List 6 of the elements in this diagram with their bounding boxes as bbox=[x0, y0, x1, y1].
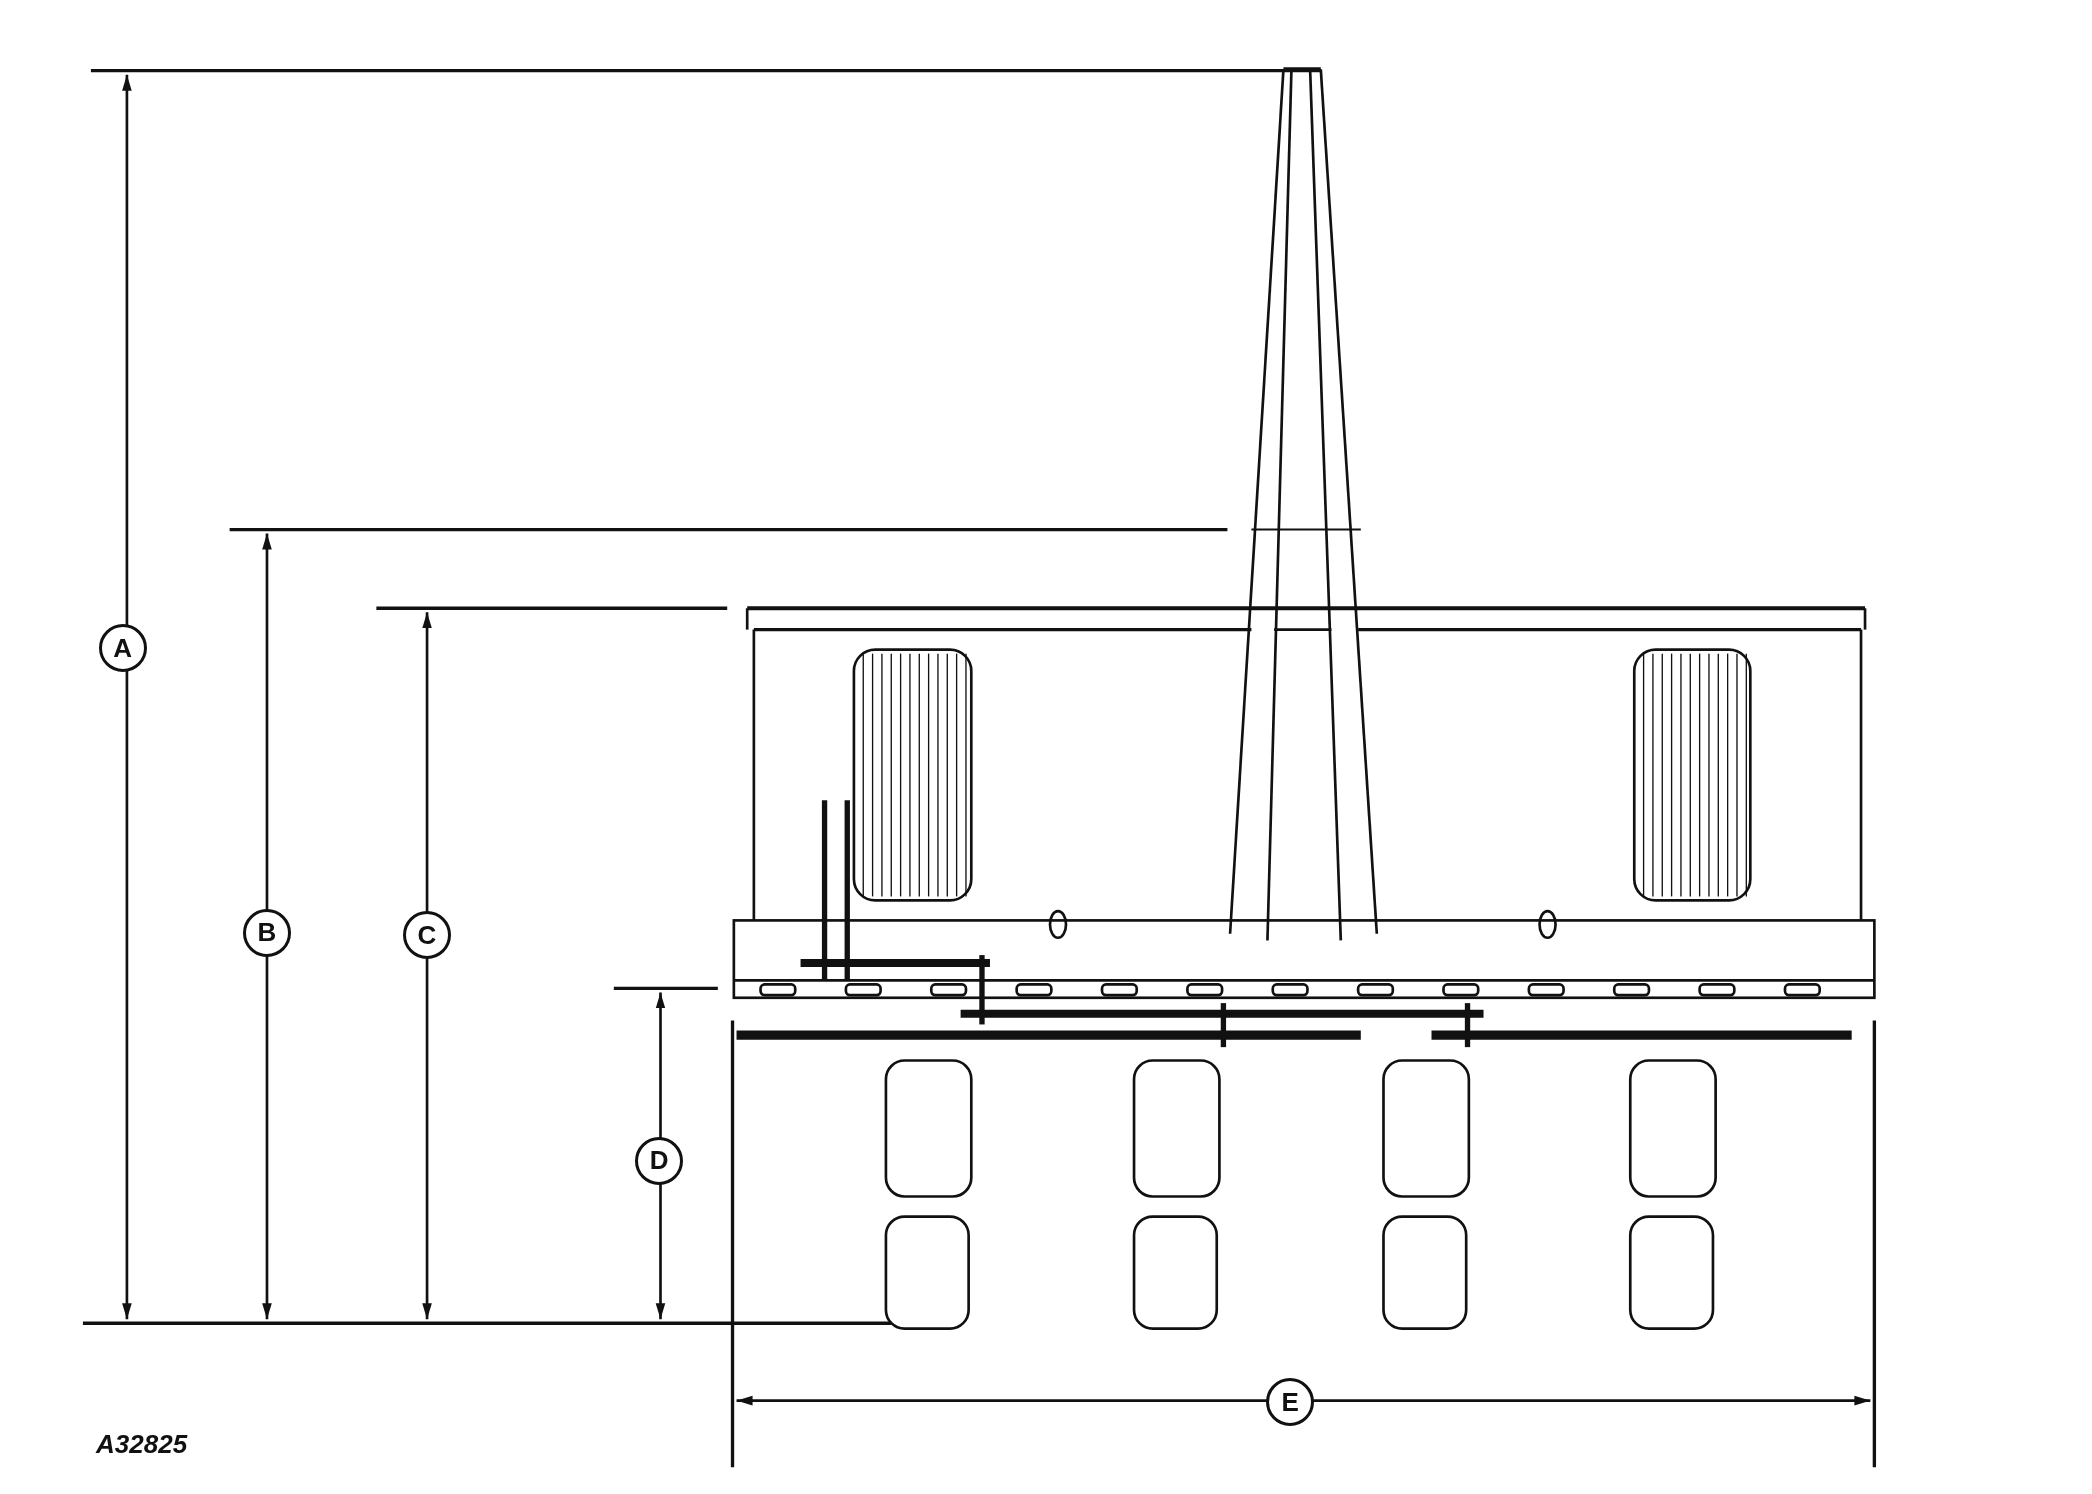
dimension-label: C bbox=[402, 911, 451, 960]
dimension-label: B bbox=[242, 908, 291, 957]
drawing-number: A32825 bbox=[96, 1428, 188, 1460]
dimension-label: A bbox=[98, 624, 147, 673]
dimension-label: D bbox=[635, 1136, 684, 1185]
dimension-label: E bbox=[1266, 1378, 1315, 1427]
